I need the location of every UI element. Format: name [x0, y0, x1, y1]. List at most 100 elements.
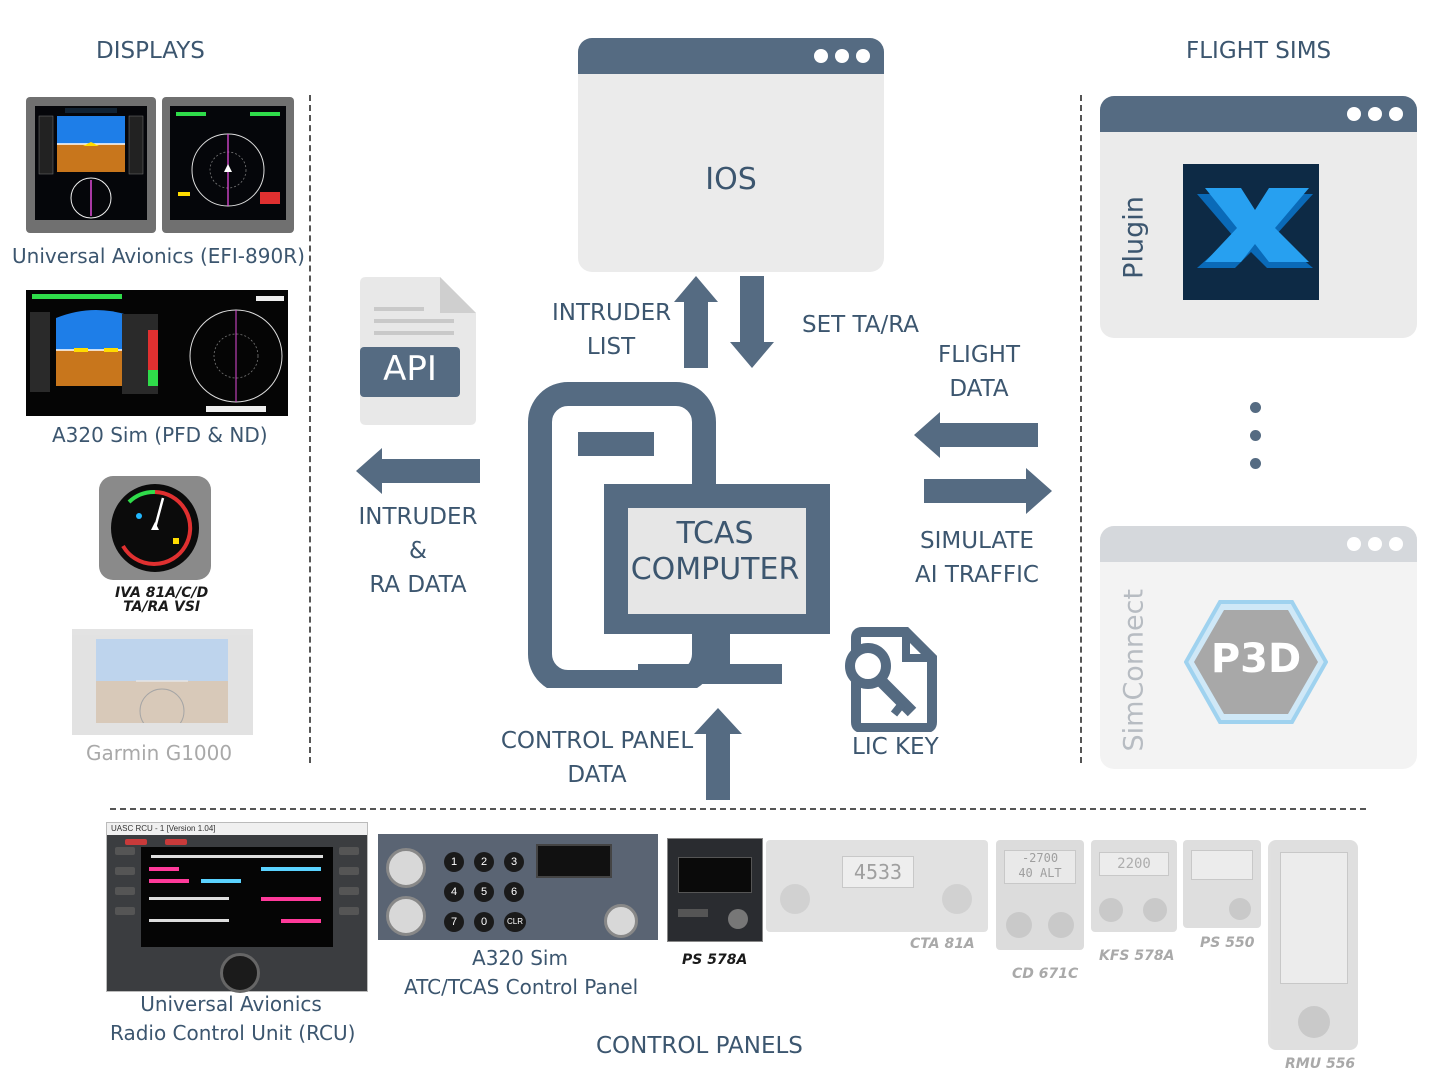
flight-data-left-arrow: [914, 412, 1038, 458]
key-5: 5: [474, 882, 494, 902]
control-panels-heading: CONTROL PANELS: [596, 1033, 803, 1059]
simulate-ai-line1: SIMULATE: [920, 528, 1034, 554]
set-ta-ra-down-arrow: [730, 276, 774, 368]
kfs578a-code: 2200: [1099, 852, 1169, 876]
efi-pfd-display: [26, 97, 156, 233]
a320-atc-caption-line2: ATC/TCAS Control Panel: [404, 975, 639, 999]
kfs578a-caption: KFS 578A: [1099, 948, 1175, 964]
rcu-screen: [141, 847, 333, 947]
intruder-list-up-arrow: [674, 276, 718, 368]
ios-window: IOS: [578, 38, 884, 272]
intruder-list-line1: INTRUDER: [552, 300, 672, 326]
simconnect-label: SimConnect: [1118, 588, 1150, 752]
cta81a-code: 4533: [842, 856, 914, 888]
tcas-label: TCAS COMPUTER: [628, 516, 802, 588]
a320-atc-display: [536, 844, 612, 878]
key-6: 6: [504, 882, 524, 902]
a320-atc-knob-3: [604, 904, 638, 938]
rcu-caption: Universal Avionics Radio Control Unit (R…: [110, 990, 356, 1048]
control-panel-data-line2: DATA: [567, 762, 627, 788]
p3d-window-menu-dots: [1340, 537, 1403, 556]
cta81a-panel: 4533: [766, 840, 988, 932]
rcu-window: UASC RCU - 1 [Version 1.04]: [106, 822, 368, 993]
key-clr: CLR: [504, 912, 526, 932]
cd671c-panel: -2700 40 ALT: [996, 840, 1084, 950]
control-panel-data-line1: CONTROL PANEL: [500, 728, 694, 754]
efi-nd-display: [162, 97, 294, 233]
a320-atc-knob-1: [386, 848, 426, 888]
cta81a-caption: CTA 81A: [910, 936, 975, 952]
sim-arrows: [914, 412, 1052, 514]
ios-label: IOS: [705, 162, 757, 197]
ps550-caption: PS 550: [1200, 935, 1255, 951]
intruder-list-label: INTRUDER LIST: [552, 296, 672, 364]
p3d-text: P3D: [1210, 636, 1302, 682]
set-ta-ra-label: SET TA/RA: [802, 312, 920, 338]
ios-window-titlebar: [578, 38, 884, 74]
sims-divider: [1080, 95, 1082, 763]
intruder-ra-line1: INTRUDER: [358, 504, 478, 530]
g1000-caption: Garmin G1000: [86, 741, 233, 765]
simulate-ai-line2: AI TRAFFIC: [915, 562, 1039, 588]
intruder-ra-line2: &: [409, 538, 427, 564]
flight-data-line2: DATA: [949, 376, 1009, 402]
a320-pfd-nd-display: [26, 290, 288, 416]
rcu-caption-line1: Universal Avionics: [140, 992, 322, 1016]
xplane-window-menu-dots: [1340, 107, 1403, 126]
rcu-knob: [220, 953, 260, 993]
xplane-window-titlebar: [1100, 96, 1417, 132]
intruder-ra-left-arrow: [356, 448, 480, 494]
a320-atc-caption-line1: A320 Sim: [472, 946, 568, 970]
displays-divider: [309, 95, 311, 763]
tcas-label-line2: COMPUTER: [630, 552, 800, 587]
displays-heading: DISPLAYS: [96, 38, 205, 64]
tcas-label-line1: TCAS: [676, 516, 754, 551]
ios-window-menu-dots: [807, 49, 870, 68]
a320-atc-keypad: 1 2 3 4 5 6 7 0 CLR: [444, 852, 540, 938]
ps578a-panel: [667, 838, 763, 942]
flight-sims-heading: FLIGHT SIMS: [1186, 38, 1332, 64]
key-3: 3: [504, 852, 524, 872]
tcas-computer-icon: [528, 382, 830, 688]
plugin-label: Plugin: [1118, 196, 1150, 279]
efi-caption: Universal Avionics (EFI-890R): [12, 244, 305, 268]
iva-caption: IVA 81A/C/D TA/RA VSI: [115, 586, 208, 614]
rcu-window-title: UASC RCU - 1 [Version 1.04]: [107, 823, 367, 835]
p3d-simconnect-window: SimConnect P3D: [1100, 526, 1417, 769]
cd671c-code: -2700: [1021, 851, 1059, 865]
a320-atc-caption: A320 Sim ATC/TCAS Control Panel: [404, 944, 639, 1002]
iva-vsi-display: [99, 476, 211, 580]
flight-data-line1: FLIGHT: [938, 342, 1020, 368]
more-sims-ellipsis: [1250, 402, 1261, 469]
rmu556-panel: [1268, 840, 1358, 1050]
g1000-display: [72, 629, 253, 735]
rcu-caption-line2: Radio Control Unit (RCU): [110, 1021, 356, 1045]
key-0: 0: [474, 912, 494, 932]
iva-caption-line2: TA/RA VSI: [123, 599, 201, 615]
api-document-icon: API: [360, 277, 476, 425]
a320-atc-knob-2: [386, 896, 426, 936]
rmu556-caption: RMU 556: [1285, 1056, 1356, 1072]
simulate-ai-label: SIMULATE AI TRAFFIC: [914, 524, 1040, 592]
p3d-window-titlebar: [1100, 526, 1417, 562]
key-2: 2: [474, 852, 494, 872]
p3d-logo: P3D: [1183, 598, 1329, 726]
a320-caption: A320 Sim (PFD & ND): [52, 423, 268, 447]
intruder-ra-line3: RA DATA: [369, 572, 467, 598]
panels-divider: [110, 808, 1366, 810]
key-1: 1: [444, 852, 464, 872]
xplane-plugin-window: Plugin: [1100, 96, 1417, 338]
xplane-logo: [1183, 164, 1319, 300]
control-panel-data-up-arrow: [694, 708, 742, 800]
lic-key-icon: [845, 627, 937, 732]
key-4: 4: [444, 882, 464, 902]
ios-arrows: [674, 276, 774, 368]
key-7: 7: [444, 912, 464, 932]
intruder-list-line2: LIST: [586, 334, 636, 360]
cd671c-alt: 40 ALT: [1018, 866, 1062, 880]
iva-caption-line1: IVA 81A/C/D: [115, 585, 209, 601]
kfs578a-panel: 2200: [1091, 840, 1177, 932]
a320-atc-panel: 1 2 3 4 5 6 7 0 CLR: [378, 834, 658, 940]
lic-key-label: LIC KEY: [852, 734, 939, 760]
cd671c-caption: CD 671C: [1012, 966, 1079, 982]
